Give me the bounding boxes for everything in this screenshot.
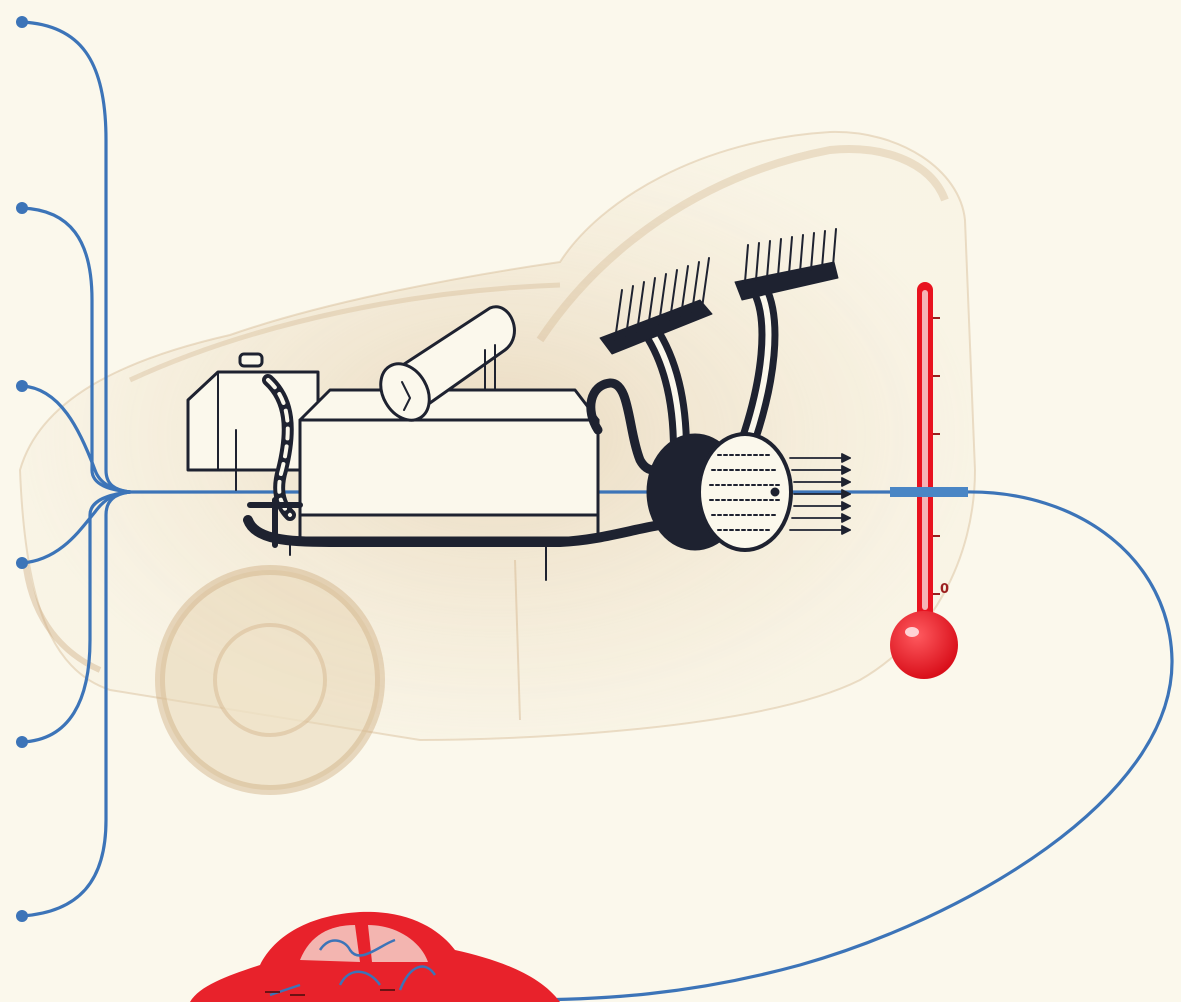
radiator-cap: [240, 354, 262, 366]
callout-dot-5: [16, 736, 28, 748]
thermometer-scale-label: 0: [940, 583, 949, 596]
callout-dot-1: [16, 16, 28, 28]
engine-top: [300, 390, 598, 420]
callout-dot-6: [16, 910, 28, 922]
heater-core-bolt: [771, 488, 779, 496]
engine-block: [300, 390, 598, 538]
thermometer-bore: [922, 290, 928, 610]
callout-dot-3: [16, 380, 28, 392]
callout-dot-4: [16, 557, 28, 569]
heater-unit: [647, 434, 791, 550]
callout-dot-2: [16, 202, 28, 214]
thermometer-band: [890, 487, 968, 497]
red-car: [190, 912, 560, 1002]
engine-body: [300, 420, 598, 515]
car-front-hubcap: [215, 625, 325, 735]
thermometer-bulb: [890, 611, 958, 679]
thermometer-bulb-shine: [905, 627, 919, 637]
